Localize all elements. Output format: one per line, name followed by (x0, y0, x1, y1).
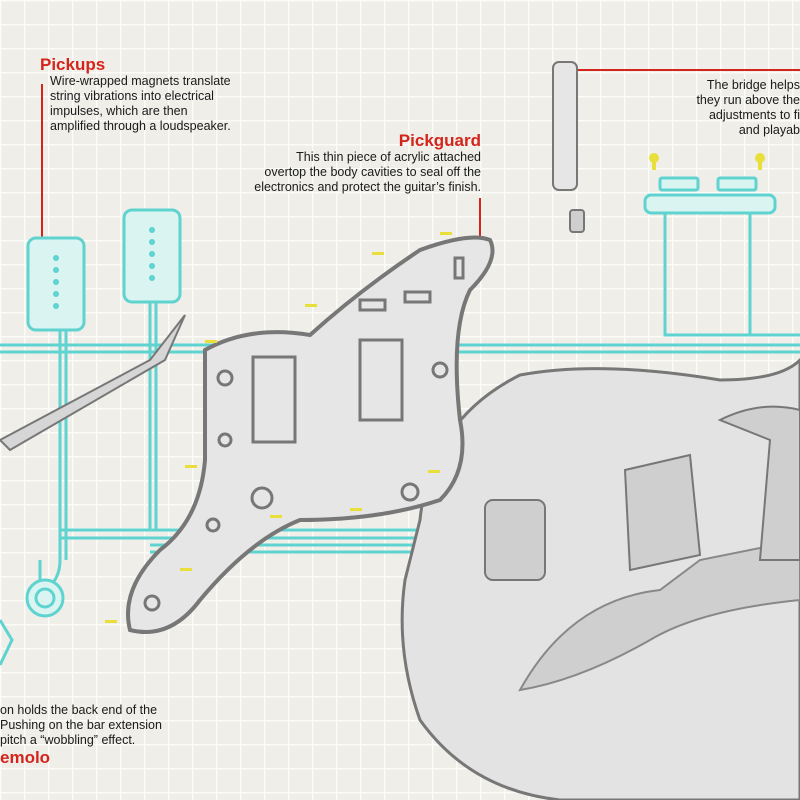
callout-title: Pickups (40, 55, 106, 74)
pickup-bridge (122, 208, 182, 304)
output-jack (0, 578, 65, 666)
pickguard (126, 235, 495, 634)
callout-pickguard: Pickguard This thin piece of acrylic att… (200, 131, 481, 195)
tremolo-plate (643, 176, 777, 215)
callout-bridge: The bridge helps they run above the adju… (672, 78, 800, 138)
pickup-neck (26, 236, 86, 332)
pickguard-screws (105, 232, 452, 623)
callout-title: emolo (0, 748, 51, 767)
body-cavity-control (717, 405, 800, 561)
callout-text: on holds the back end of the Pushing on … (0, 703, 162, 747)
body-cavity-bridge (623, 453, 702, 572)
callout-text: The bridge helps they run above the adju… (696, 78, 800, 137)
guitar-body (400, 357, 800, 800)
tremolo-arm (0, 314, 186, 452)
body-cavity-neck (484, 499, 546, 581)
callout-title: Pickguard (398, 131, 481, 150)
bridge (552, 61, 585, 233)
callout-tremolo: on holds the back end of the Pushing on … (0, 703, 230, 767)
bridge-screws (649, 153, 765, 170)
callout-pickups: Pickups Wire-wrapped magnets translate s… (40, 55, 270, 134)
pickguard-cutouts (143, 256, 465, 612)
body-contour (518, 538, 800, 692)
callout-text: Wire-wrapped magnets translate string vi… (50, 74, 231, 133)
callout-text: This thin piece of acrylic attached over… (254, 150, 481, 194)
